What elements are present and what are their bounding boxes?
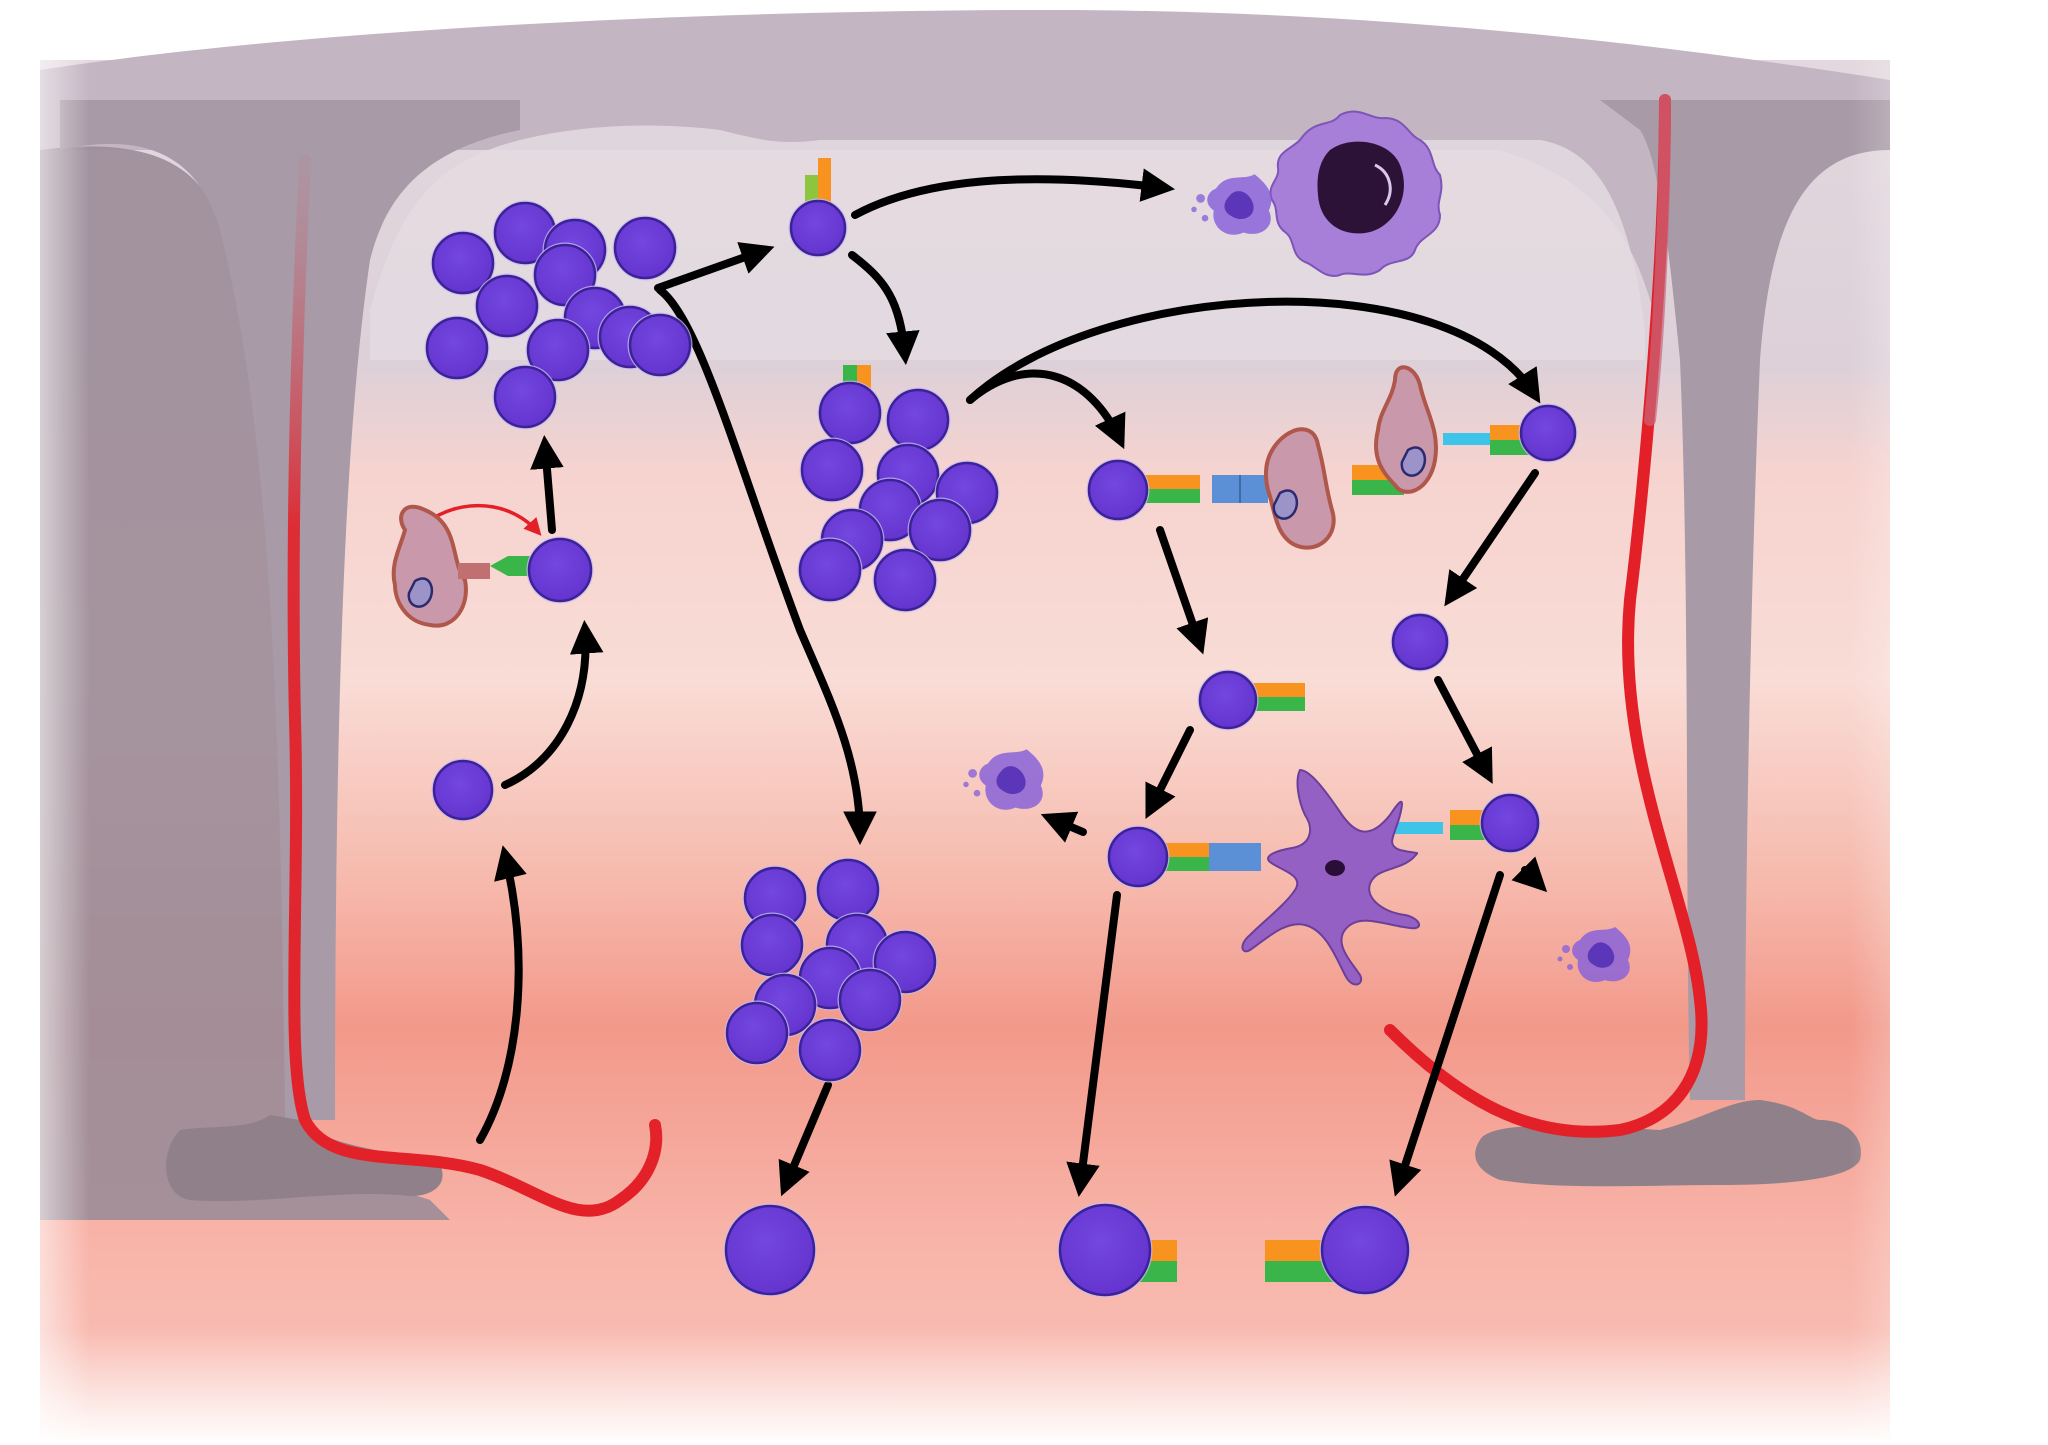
arrow-icon: [1511, 856, 1548, 893]
receptor-icon: [1143, 489, 1200, 503]
arrow-icon: [501, 619, 604, 789]
arrow-icon: [656, 286, 877, 846]
lymphocyte-icon: [723, 1203, 817, 1297]
arrow-icon: [1040, 811, 1087, 843]
apoptotic-cell-icon: [963, 749, 1044, 810]
lymphocyte-icon: [907, 497, 973, 563]
blood-vessel-icon: [287, 154, 663, 1217]
lymphocyte-icon: [526, 536, 594, 604]
lymphocyte-icon: [724, 1000, 790, 1066]
lymphocyte-icon: [797, 537, 863, 603]
lymphocyte-icon: [1106, 825, 1170, 889]
lymphocyte-icon: [739, 912, 805, 978]
receptor-icon: [490, 556, 530, 576]
arrow-icon: [1434, 676, 1493, 784]
lymphocyte-icon: [837, 967, 903, 1033]
arrow-icon: [654, 242, 775, 292]
cell-layer: [424, 198, 1578, 1298]
lymphocyte-icon: [474, 273, 540, 339]
lymphocyte-icon: [1057, 1202, 1153, 1298]
lymphocyte-icon: [817, 380, 883, 446]
lymphocyte-icon: [627, 312, 693, 378]
blood-vessels: [287, 94, 1708, 1217]
arrow-layer: [418, 168, 1548, 1198]
lymphocyte-icon: [1390, 612, 1450, 672]
arrow-icon: [851, 168, 1176, 219]
lymphocyte-icon: [742, 865, 808, 931]
receptor-icon: [1253, 697, 1305, 711]
lymphocyte-icon: [815, 857, 881, 923]
arrow-icon: [1444, 469, 1539, 607]
receptor-icon: [818, 158, 831, 210]
receptor-icon: [1157, 843, 1209, 857]
special-cell-layer: [391, 110, 1631, 986]
arrow-icon: [1145, 726, 1194, 820]
arrow-icon: [530, 434, 564, 534]
receptor-icon: [1209, 857, 1261, 871]
arrow-icon: [778, 1081, 832, 1197]
receptor-icon: [1395, 822, 1443, 834]
receptor-icon: [1157, 857, 1209, 871]
arrow-icon: [848, 251, 920, 366]
lymphocyte-icon: [788, 198, 848, 258]
lymphocyte-icon: [492, 200, 558, 266]
receptor-icon: [1209, 843, 1261, 857]
arrow-icon: [1066, 891, 1121, 1198]
lymphocyte-icon: [525, 317, 591, 383]
lymphocyte-icon: [430, 230, 496, 296]
arrow-icon: [966, 297, 1541, 404]
antigen-presenting-cell-icon: [391, 504, 490, 628]
receptor-icon: [1443, 433, 1490, 445]
arrow-icon: [476, 845, 527, 1144]
receptor-icon: [1352, 480, 1404, 495]
lymphocyte-icon: [1086, 458, 1150, 522]
antigen-presenting-cell-icon: [1263, 427, 1336, 550]
lymphocyte-icon: [1518, 403, 1578, 463]
receptor-icon: [1143, 475, 1200, 489]
lymphocyte-icon: [872, 547, 938, 613]
arrow-icon: [1389, 871, 1504, 1197]
apoptotic-cell-icon: [1557, 927, 1631, 983]
lymphocyte-icon: [885, 387, 951, 453]
macrophage-icon: [1269, 110, 1443, 277]
lymphocyte-icon: [1479, 792, 1541, 854]
lymphocyte-icon: [431, 758, 495, 822]
lymphocyte-icon: [612, 215, 678, 281]
apoptotic-cell-icon: [1191, 174, 1272, 235]
lymphocyte-icon: [1319, 1204, 1411, 1296]
lymphocyte-icon: [1197, 669, 1259, 731]
lymphocyte-icon: [424, 315, 490, 381]
lymphocyte-icon: [797, 1017, 863, 1083]
antigen-presenting-cell-icon: [1374, 365, 1438, 494]
lymphocyte-icon: [492, 364, 558, 430]
lymphocyte-icon: [799, 437, 865, 503]
dendritic-cell-icon: [1241, 768, 1420, 986]
arrow-icon: [1156, 526, 1209, 655]
receptor-icon: [1253, 683, 1305, 697]
